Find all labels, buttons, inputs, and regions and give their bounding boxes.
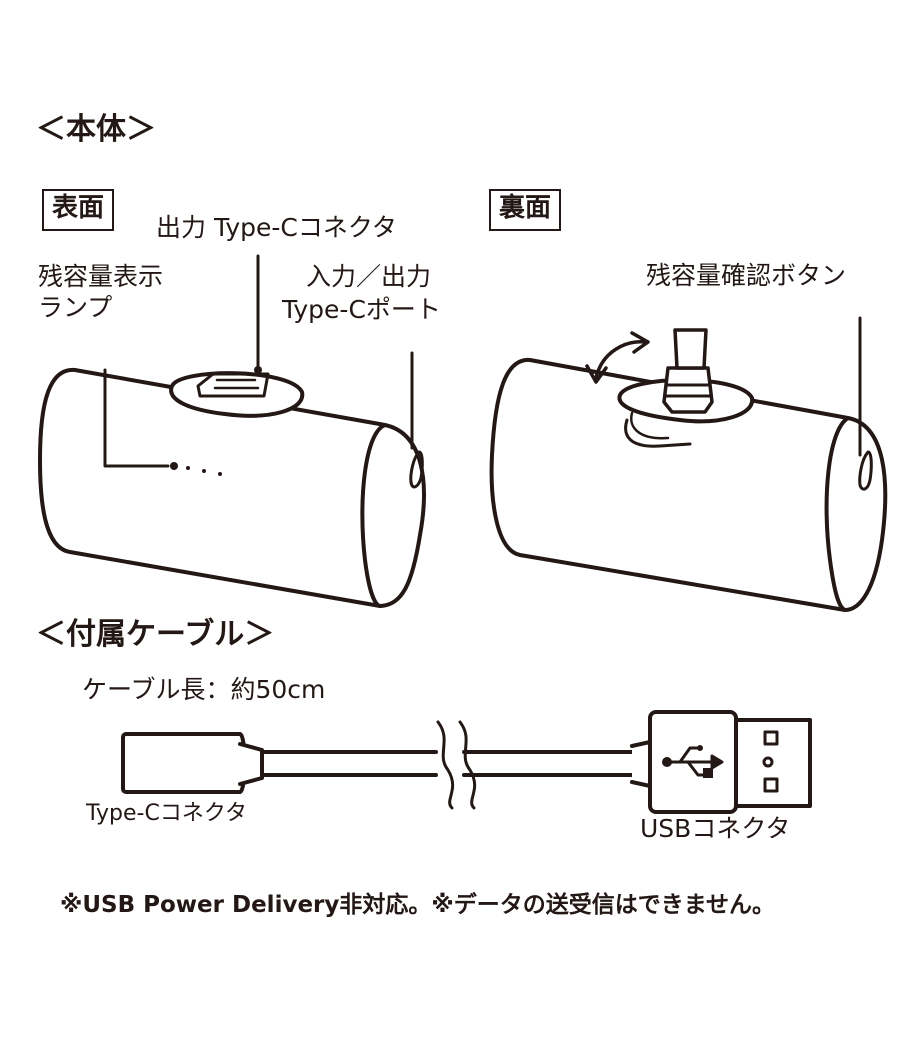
leader-lamp	[103, 368, 170, 468]
back-title: 裏面	[489, 189, 562, 231]
usb-connector-label: USBコネクタ	[640, 814, 791, 843]
usb-symbol-icon	[664, 746, 724, 777]
lamp-label-line2: ランプ	[38, 293, 113, 322]
typec-connector-label: Type-Cコネクタ	[86, 801, 247, 826]
port-label-line2: Type-Cポート	[282, 295, 441, 324]
remaining-check-button	[858, 450, 873, 491]
footnote: ※USB Power Delivery非対応。※データの送受信はできません。	[60, 892, 776, 918]
lamp-label-line1: 残容量表示	[38, 262, 164, 291]
heading-cable: ＜付属ケーブル＞	[36, 617, 275, 652]
cable-length: ケーブル長：約50cm	[82, 675, 326, 704]
side-typec-port	[409, 450, 424, 489]
output-connector-label: 出力 Type-Cコネクタ	[156, 213, 397, 242]
port-label-line1: 入力／出力	[306, 262, 432, 291]
check-button-label: 残容量確認ボタン	[646, 261, 847, 290]
rotate-arrow-icon	[594, 340, 648, 380]
heading-body: ＜本体＞	[36, 112, 156, 147]
front-title: 表面	[42, 189, 115, 231]
lamp-dot-1	[170, 462, 178, 470]
lamp-dot-3	[202, 469, 206, 473]
lamp-dot-4	[218, 472, 222, 476]
back-power-bank	[489, 328, 888, 612]
lamp-dot-2	[186, 466, 190, 470]
front-power-bank	[38, 367, 426, 608]
